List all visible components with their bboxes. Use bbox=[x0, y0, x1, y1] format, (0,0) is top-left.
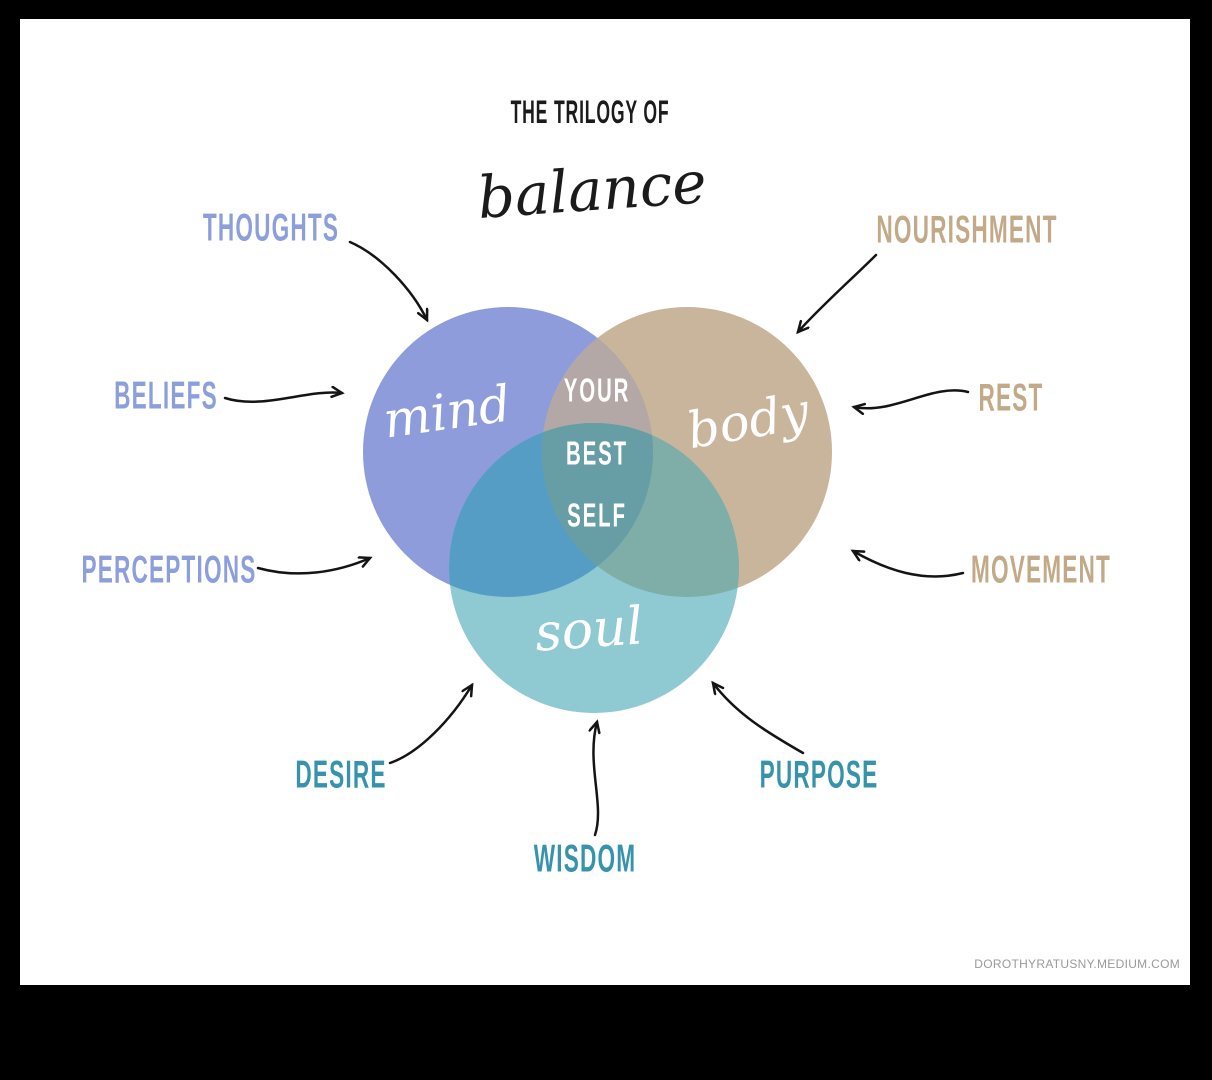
card: THE TRILOGY OF balance mind body soul YO… bbox=[20, 19, 1190, 985]
movement-arrow-icon bbox=[853, 551, 965, 578]
venn-diagram bbox=[363, 307, 832, 713]
label-wisdom: WISDOM bbox=[533, 837, 637, 881]
perceptions-arrow-icon bbox=[256, 558, 370, 575]
center-text-self: SELF bbox=[567, 496, 627, 534]
soul-circle-label: soul bbox=[532, 596, 646, 664]
label-beliefs: BELIEFS bbox=[114, 374, 218, 418]
center-text-best: BEST bbox=[565, 434, 629, 472]
title-script: balance bbox=[475, 148, 709, 232]
mind-soul-overlap bbox=[449, 423, 653, 597]
label-thoughts: THOUGHTS bbox=[202, 206, 340, 250]
arrows-layer bbox=[223, 240, 970, 837]
desire-arrow-icon bbox=[388, 685, 472, 765]
label-perceptions: PERCEPTIONS bbox=[81, 548, 257, 592]
thoughts-arrow-icon bbox=[348, 240, 427, 320]
wisdom-arrow-icon bbox=[593, 722, 598, 837]
label-nourishment: NOURISHMENT bbox=[876, 208, 1058, 252]
rest-arrow-icon bbox=[854, 389, 970, 408]
beliefs-arrow-icon bbox=[223, 392, 342, 403]
label-purpose: PURPOSE bbox=[759, 753, 879, 797]
center-text-your: YOUR bbox=[563, 371, 631, 409]
watermark: DOROTHYRATUSNY.MEDIUM.COM bbox=[974, 957, 1180, 971]
nourishment-arrow-icon bbox=[798, 253, 878, 332]
label-rest: REST bbox=[978, 376, 1044, 420]
label-desire: DESIRE bbox=[295, 753, 387, 797]
label-movement: MOVEMENT bbox=[971, 548, 1111, 592]
purpose-arrow-icon bbox=[713, 683, 805, 755]
title-line1: THE TRILOGY OF bbox=[510, 94, 670, 130]
